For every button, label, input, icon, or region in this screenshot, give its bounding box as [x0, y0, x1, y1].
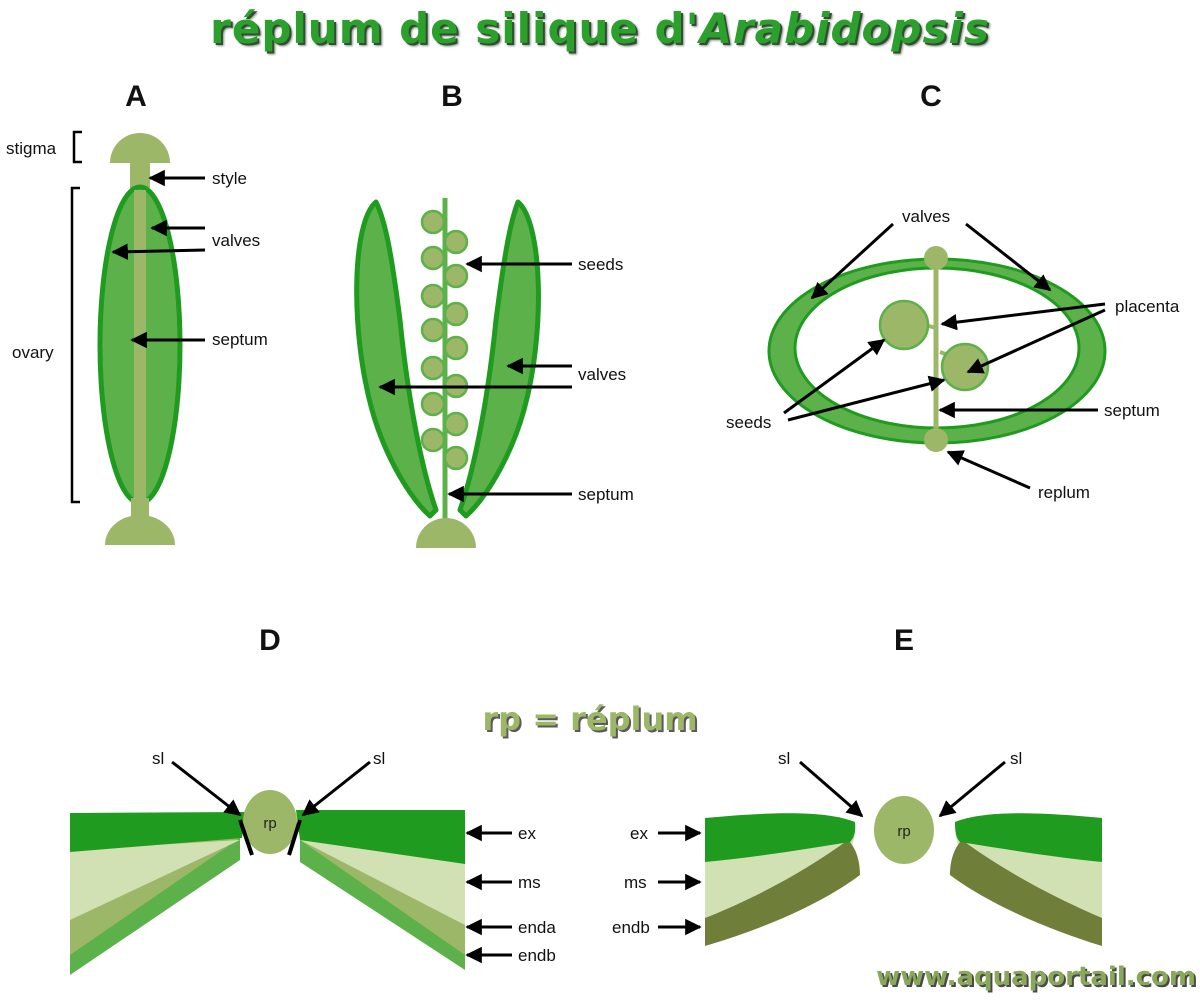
arrow-sl-right-e [938, 760, 1006, 818]
label-seeds-b: seeds [578, 255, 623, 274]
stigma-bracket [72, 130, 82, 164]
valve-left-b [354, 199, 439, 519]
label-placenta: placenta [1115, 297, 1180, 316]
label-ex-d: ex [518, 824, 536, 843]
endocarp-left-e [705, 840, 860, 946]
arrow-valves-a2 [111, 243, 206, 260]
arrow-sl-left-e [799, 760, 864, 818]
label-valves-b: valves [578, 365, 626, 384]
seed-c-right [940, 342, 990, 392]
mesocarp-left [70, 840, 240, 920]
enda-right [300, 840, 465, 955]
label-ms-d: ms [518, 873, 541, 892]
figure-subtitle: rp = réplum [482, 700, 698, 738]
exocarp-right-e [955, 813, 1102, 862]
label-endb-d: endb [518, 946, 556, 965]
arrow-placenta-1 [940, 302, 1106, 331]
label-sl-right-d: sl [373, 749, 385, 768]
arrow-seeds-c1 [783, 338, 886, 415]
septum-shape [134, 190, 146, 502]
panel-e-letter: E [894, 624, 914, 657]
replum-top [924, 246, 948, 270]
label-valves-a: valves [212, 231, 260, 250]
gynophore-shape [131, 498, 149, 522]
arrow-valves-c2 [965, 222, 1052, 292]
rp-d: rp [263, 815, 276, 832]
watermark: www.aquaportail.com [876, 962, 1196, 992]
title-main: réplum de silique d' [210, 4, 700, 53]
exocarp-left [70, 812, 245, 852]
label-sl-left-e: sl [778, 749, 790, 768]
base-shape [105, 515, 175, 545]
panel-a-letter: A [125, 80, 147, 113]
panel-b: B seeds valves [354, 80, 634, 548]
label-valves-c: valves [902, 207, 950, 226]
arrow-seeds-c2 [787, 375, 946, 422]
panel-c: C valves placenta seeds s [726, 80, 1180, 502]
endocarp-right-e [950, 840, 1102, 946]
arrow-replum [946, 450, 1031, 490]
panel-a: A stigma ovary style valves septu [6, 80, 268, 545]
style-shape [130, 162, 150, 188]
label-ms-e: ms [624, 873, 647, 892]
seeds-b [420, 209, 469, 471]
panel-e: E rp sl sl ex ms endb [612, 624, 1102, 946]
label-ex-e: ex [630, 824, 648, 843]
label-septum-c: septum [1104, 401, 1160, 420]
arrow-placenta-2 [966, 308, 1106, 374]
replum-bottom [924, 428, 948, 452]
replum-e [874, 796, 934, 864]
rp-e: rp [897, 823, 910, 840]
sl-left-d-mark [238, 819, 254, 856]
label-replum: replum [1038, 483, 1090, 502]
mesocarp-right [300, 840, 465, 925]
panel-c-letter: C [920, 80, 942, 113]
exocarp-right [296, 810, 465, 864]
exocarp-left-e [705, 813, 856, 862]
seed-c-left [878, 299, 930, 351]
panel-d: D rp sl sl ex ms e [70, 624, 556, 975]
replum-d [243, 790, 297, 854]
base-b [416, 518, 476, 548]
label-ovary: ovary [12, 343, 54, 362]
arrow-sl-right-d [301, 760, 371, 817]
label-stigma: stigma [6, 139, 57, 158]
panel-d-letter: D [259, 624, 281, 657]
label-septum-a: septum [212, 330, 268, 349]
ovary-bracket [70, 186, 80, 504]
sl-right-d-mark [287, 819, 302, 856]
label-septum-b: septum [578, 485, 634, 504]
label-seeds-c: seeds [726, 413, 771, 432]
panel-b-letter: B [441, 80, 463, 113]
figure-title: réplum de silique d'Arabidopsis [0, 4, 1200, 53]
arrow-valves-c1 [810, 222, 895, 300]
stigma-shape [110, 133, 170, 163]
valve-right-b [457, 199, 541, 519]
label-enda-d: enda [518, 918, 556, 937]
title-italic: Arabidopsis [699, 4, 990, 53]
label-endb-e: endb [612, 918, 650, 937]
arrow-sl-left-d [171, 760, 242, 817]
label-style: style [212, 169, 247, 188]
label-sl-left-d: sl [152, 749, 164, 768]
label-sl-right-e: sl [1010, 749, 1022, 768]
